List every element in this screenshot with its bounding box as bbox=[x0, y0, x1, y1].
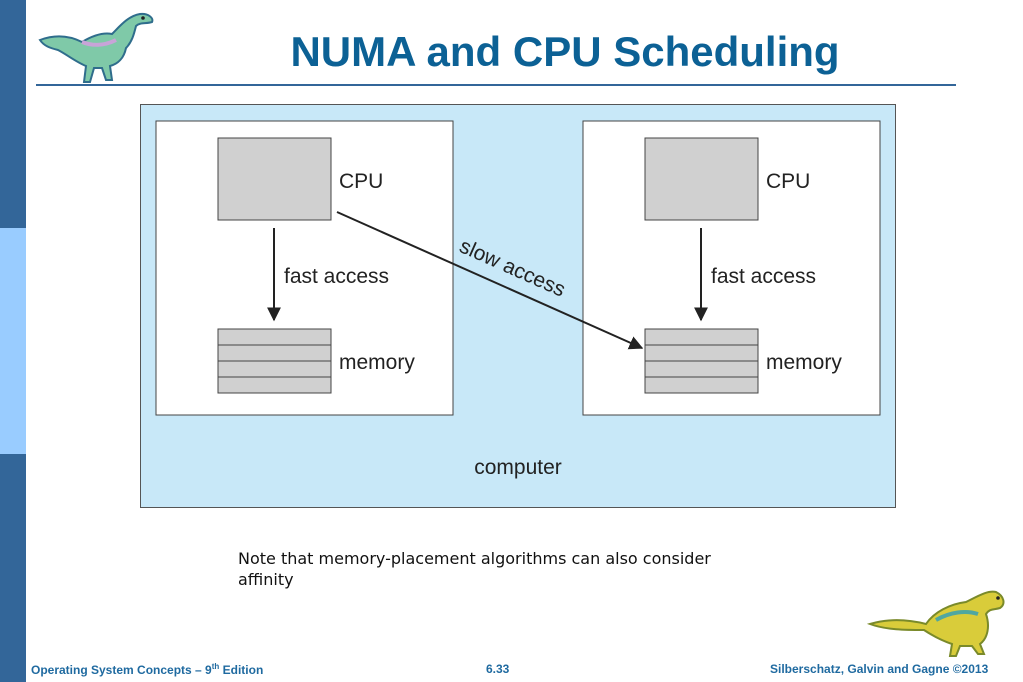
numa-diagram: CPU fast access memory CPU fast access m… bbox=[140, 104, 896, 508]
dinosaur-icon bbox=[38, 12, 154, 83]
left-memory-label: memory bbox=[339, 351, 415, 374]
title-divider bbox=[36, 84, 956, 86]
slow-access-arrow bbox=[336, 211, 644, 350]
left-memory-block bbox=[217, 328, 332, 394]
slide-number: 6.33 bbox=[486, 662, 510, 676]
right-cpu-box bbox=[644, 137, 759, 221]
left-cpu-label: CPU bbox=[339, 170, 383, 193]
right-memory-block bbox=[644, 328, 759, 394]
computer-label: computer bbox=[474, 456, 562, 479]
footer-edition-superscript: th bbox=[211, 662, 220, 671]
dinosaur-icon bbox=[866, 590, 1005, 657]
left-cpu-box bbox=[217, 137, 332, 221]
footer-book-title-text: Operating System Concepts – 9 bbox=[31, 663, 212, 677]
right-fast-access-label: fast access bbox=[711, 265, 816, 288]
left-fast-access-label: fast access bbox=[284, 265, 389, 288]
footer-copyright: Silberschatz, Galvin and Gagne ©2013 bbox=[770, 662, 989, 676]
right-cpu-label: CPU bbox=[766, 170, 810, 193]
slide-note: Note that memory-placement algorithms ca… bbox=[238, 549, 711, 589]
left-sidebar-accent bbox=[0, 228, 26, 454]
footer-book-title: Operating System Concepts – 9th Edition bbox=[31, 662, 263, 677]
right-memory-label: memory bbox=[766, 351, 842, 374]
footer-edition-suffix: Edition bbox=[219, 663, 264, 677]
page-title: NUMA and CPU Scheduling bbox=[290, 28, 840, 75]
